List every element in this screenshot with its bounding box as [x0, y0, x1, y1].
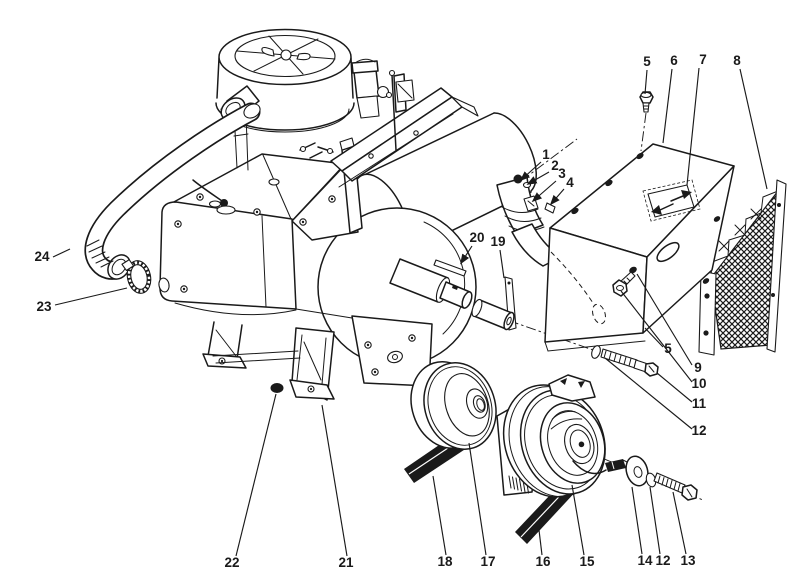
leader-line-8: [739, 68, 768, 190]
part-callout-13: 13: [680, 553, 696, 568]
flange-bolt-top: [639, 91, 654, 113]
leader-line-20: [460, 245, 473, 265]
shaft-key: [433, 259, 467, 277]
part-callout-22: 22: [224, 555, 239, 570]
leader-line-23: [54, 287, 128, 306]
leader-line-24: [52, 248, 71, 258]
leader-line-11: [656, 372, 693, 403]
leader-line-9: [636, 273, 693, 366]
leader-line-6: [662, 68, 673, 144]
part-callout-6: 6: [670, 53, 678, 68]
air-cleaner: [215, 28, 355, 171]
part-callout-10: 10: [691, 376, 706, 391]
fuel-pump: [351, 58, 415, 151]
part-callout-3: 3: [558, 166, 566, 181]
part-callout-12-right: 12: [691, 423, 706, 438]
part-callout-24: 24: [34, 249, 50, 264]
part-callout-23: 23: [36, 299, 52, 314]
part-callout-16: 16: [535, 554, 551, 569]
leader-line-12-right: [604, 357, 693, 430]
part-callout-1: 1: [542, 147, 550, 162]
spacer: [471, 298, 515, 331]
long-bolt: [591, 345, 659, 377]
part-callout-7: 7: [699, 52, 707, 67]
muffler-guard: [330, 73, 479, 234]
latch-plate: [642, 179, 701, 222]
leader-line-22: [235, 393, 277, 557]
air-intake-hose: [84, 102, 261, 280]
mounting-feet: [202, 321, 335, 401]
plug: [270, 383, 284, 393]
part-callout-14: 14: [637, 553, 653, 568]
part-callout-17: 17: [480, 554, 495, 569]
crankshaft-group: [389, 258, 517, 331]
leader-line-19: [499, 249, 505, 279]
part-callout-11: 11: [692, 396, 707, 411]
part-callout-2: 2: [551, 158, 559, 173]
leader-line-14: [631, 486, 643, 555]
leader-line-1: [519, 161, 542, 182]
part-callout-8: 8: [733, 53, 741, 68]
leader-line-4: [549, 188, 565, 206]
clutch-hardware: [625, 455, 698, 501]
leader-line-2: [526, 171, 550, 185]
leader-line-3: [531, 180, 557, 203]
leader-line-13: [672, 491, 687, 555]
part-callout-18: 18: [437, 554, 453, 569]
part-callout-12-bottom: 12: [655, 553, 670, 568]
engine-bolts: [174, 193, 416, 376]
part-callout-5-top: 5: [643, 54, 651, 69]
hose-clamp: [121, 259, 152, 294]
part-callout-15: 15: [579, 554, 595, 569]
part-callout-19: 19: [490, 234, 505, 249]
part-callout-20: 20: [469, 230, 484, 245]
leader-line-5-top: [644, 69, 648, 95]
part-callout-4: 4: [566, 175, 574, 190]
part-callout-5-right: 5: [664, 341, 672, 356]
engine-block: [158, 73, 479, 401]
leader-line-16: [538, 529, 543, 556]
leader-line-18: [432, 475, 447, 556]
box-bolt: [612, 266, 637, 297]
debris-screen: [698, 179, 787, 356]
electric-clutch: [496, 374, 630, 498]
leader-line-12-bottom: [649, 486, 661, 555]
leader-line-15: [571, 484, 585, 556]
leader-line-10: [620, 290, 693, 383]
part-callout-9: 9: [694, 360, 702, 375]
pulley: [410, 360, 497, 450]
part-callout-21: 21: [338, 555, 354, 570]
leader-line-17: [468, 442, 487, 556]
leader-line-7: [686, 67, 700, 186]
leader-line-21: [321, 404, 348, 557]
leader-line-5-right: [644, 327, 664, 348]
